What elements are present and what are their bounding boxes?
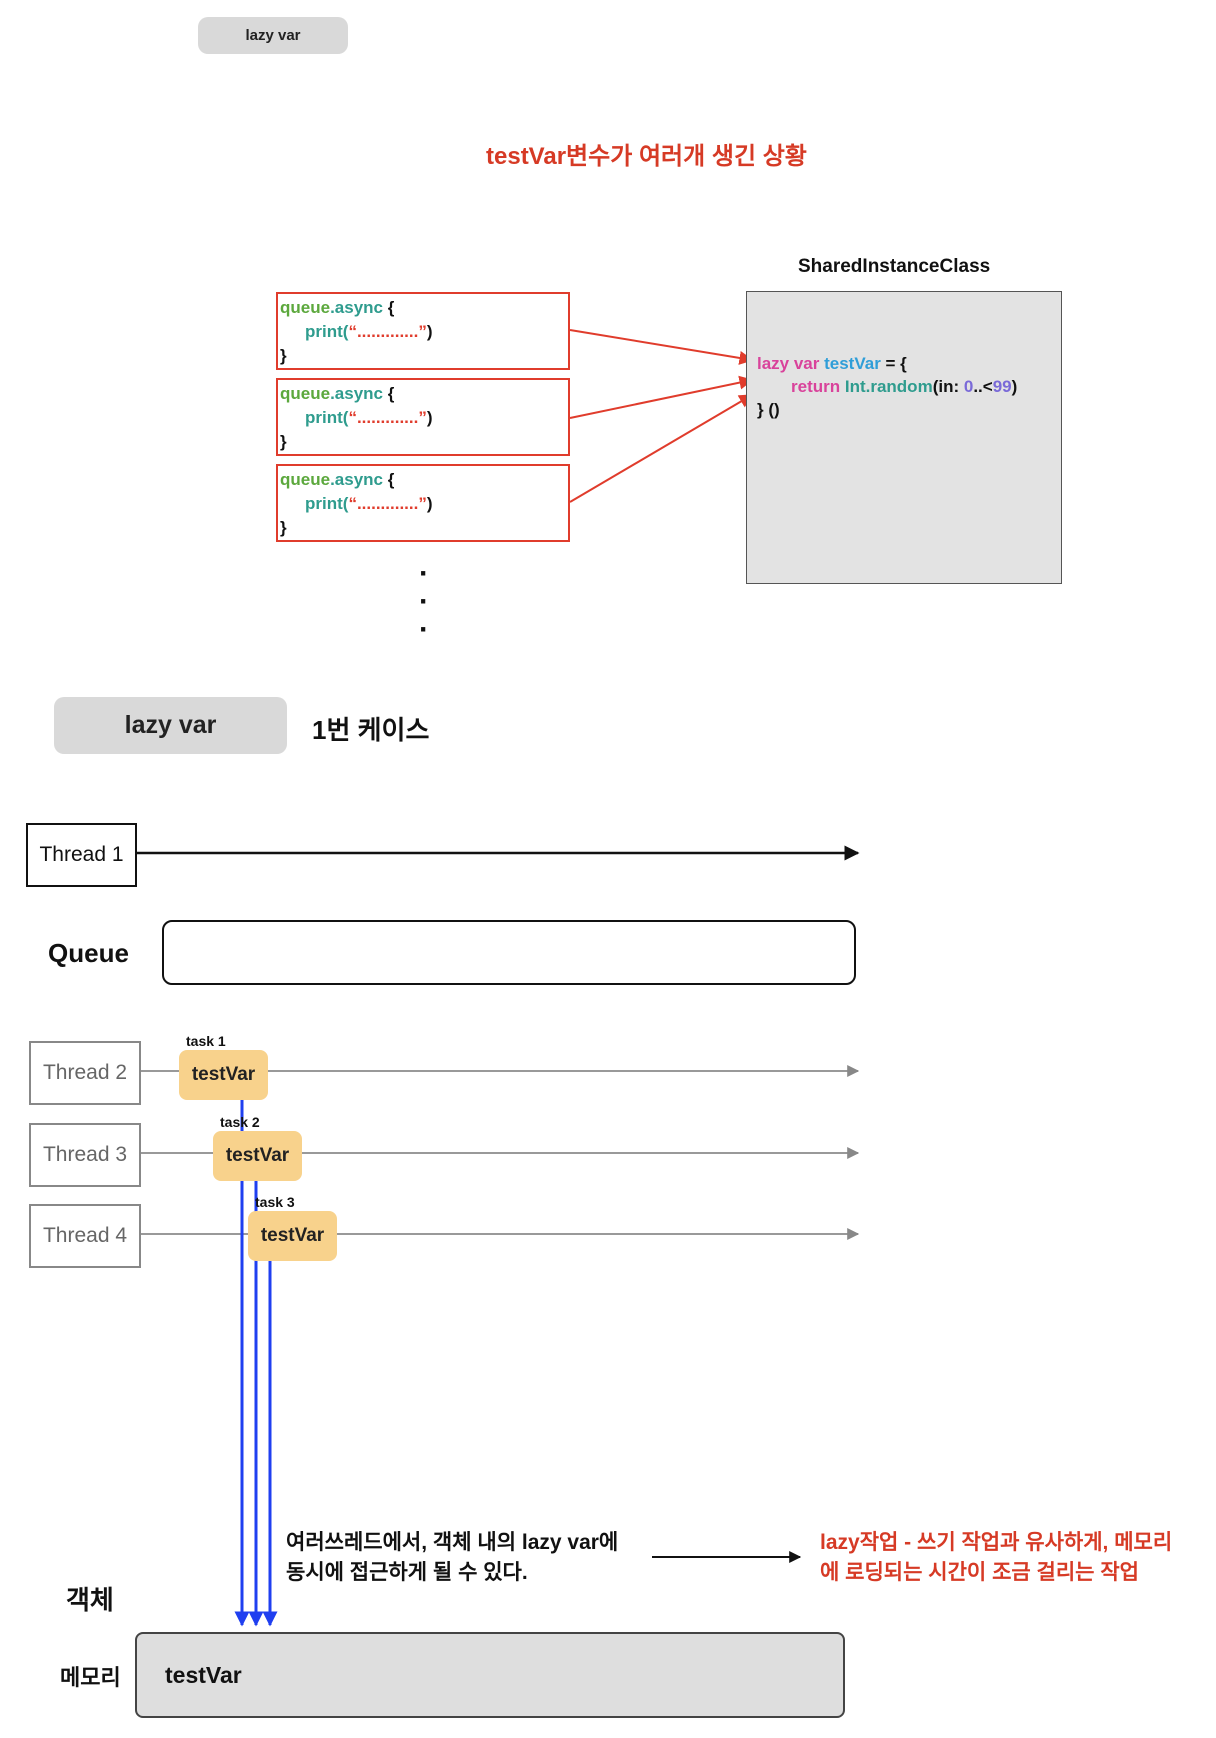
memory-label: 메모리 <box>60 1665 121 1690</box>
task-1-var: testVar <box>191 1064 256 1085</box>
case-lazy-var-pill: lazy var <box>54 697 287 754</box>
annotation-right-line-1: lazy작업 - 쓰기 작업과 유사하게, 메모리 <box>820 1531 1173 1554</box>
memory-testvar: testVar <box>165 1661 242 1688</box>
annotation-left-line-2: 동시에 접근하게 될 수 있다. <box>286 1561 528 1584</box>
code-line-3: } <box>280 346 287 365</box>
shared-class-title: SharedInstanceClass <box>798 256 991 277</box>
thread-3-box: Thread 3 <box>29 1123 141 1187</box>
top-lazy-var-pill: lazy var <box>198 17 348 54</box>
task-3-label: task 3 <box>255 1194 295 1210</box>
task-1-testvar: testVar <box>179 1050 268 1100</box>
task-2-var: testVar <box>225 1145 290 1166</box>
code-line-2: print(“.............”) <box>305 408 433 427</box>
shared-instance-box: lazy var testVar = { return Int.random(i… <box>746 291 1062 584</box>
code-line-1: queue.async { <box>280 298 395 317</box>
task-1-label: task 1 <box>186 1033 226 1049</box>
code-block-2: queue.async { print(“.............”) } <box>276 378 570 456</box>
task-2-testvar: testVar <box>213 1131 302 1181</box>
thread-2-box: Thread 2 <box>29 1041 141 1105</box>
case-title: 1번 케이스 <box>312 715 430 745</box>
code-line-2: print(“.............”) <box>305 494 433 513</box>
code-line-1: queue.async { <box>280 384 395 403</box>
code-block-3: queue.async { print(“.............”) } <box>276 464 570 542</box>
thread-1-label: Thread 1 <box>39 843 124 866</box>
red-arrow-1 <box>569 329 754 365</box>
code-block-1: queue.async { print(“.............”) } <box>276 292 570 370</box>
annotation-right: lazy작업 - 쓰기 작업과 유사하게, 메모리 에 로딩되는 시간이 조금 … <box>820 1528 1172 1588</box>
annotation-left-line-1: 여러쓰레드에서, 객체 내의 lazy var에 <box>286 1531 619 1554</box>
thread-4-label: Thread 4 <box>42 1224 128 1247</box>
thread-1-box: Thread 1 <box>26 823 137 887</box>
queue-box <box>162 920 856 985</box>
shared-code-line-3: } () <box>757 400 780 419</box>
code-line-2: print(“.............”) <box>305 322 433 341</box>
scenario-title: testVar변수가 여러개 생긴 상황 <box>486 143 807 170</box>
shared-code-line-1: lazy var testVar = { <box>757 354 907 373</box>
task-3-var: testVar <box>260 1225 325 1246</box>
code-line-1: queue.async { <box>280 470 395 489</box>
thread-2-label: Thread 2 <box>42 1061 128 1084</box>
queue-label: Queue <box>48 938 129 968</box>
thread-4-box: Thread 4 <box>29 1204 141 1268</box>
red-arrow-3 <box>569 394 754 503</box>
code-line-3: } <box>280 518 287 537</box>
task-3-testvar: testVar <box>248 1211 337 1261</box>
shared-code-line-2: return Int.random(in: 0..<99) <box>791 377 1018 396</box>
ellipsis-dots: · · · <box>419 557 429 646</box>
red-arrow-2 <box>569 375 754 419</box>
object-label: 객체 <box>66 1585 114 1615</box>
annotation-left: 여러쓰레드에서, 객체 내의 lazy var에 동시에 접근하게 될 수 있다… <box>286 1528 618 1588</box>
annotation-right-line-2: 에 로딩되는 시간이 조금 걸리는 작업 <box>820 1561 1139 1584</box>
code-line-3: } <box>280 432 287 451</box>
case-pill-label: lazy var <box>124 711 217 739</box>
task-2-label: task 2 <box>220 1114 260 1130</box>
memory-box: testVar <box>135 1632 845 1718</box>
thread-3-label: Thread 3 <box>42 1143 128 1166</box>
top-pill-label: lazy var <box>245 27 301 44</box>
